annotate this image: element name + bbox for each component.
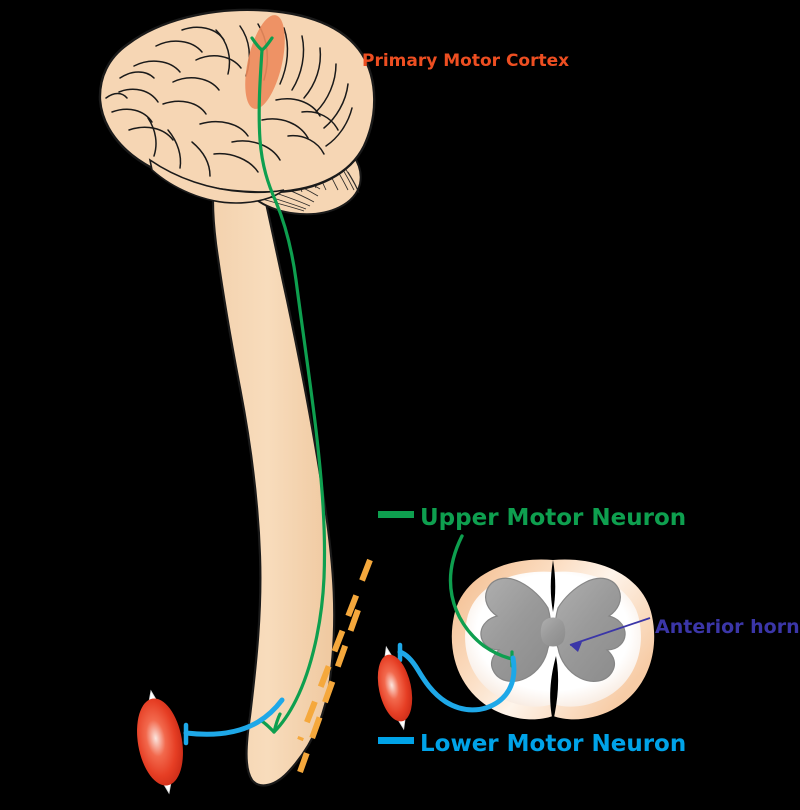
anterior-horn-label: Anterior horn [655, 616, 800, 638]
lower-motor-neuron-inset-axon [397, 642, 517, 713]
legend-swatch-lower-motor-neuron [378, 737, 414, 744]
anterior-horn-leader-line [569, 617, 651, 652]
cross-section-callout-lines [297, 558, 373, 774]
legend-swatch-upper-motor-neuron [378, 511, 414, 518]
spinal-cord-cross-section [451, 559, 655, 722]
upper-motor-neuron-label: Upper Motor Neuron [420, 505, 686, 531]
spinal-cord-column [211, 166, 336, 787]
muscle-inset [377, 645, 413, 731]
lower-motor-neuron-axon [183, 697, 285, 746]
cerebrum [98, 8, 376, 204]
lower-motor-neuron-label: Lower Motor Neuron [420, 731, 686, 757]
primary-motor-cortex-region [245, 15, 285, 109]
primary-motor-cortex-label: Primary Motor Cortex [362, 51, 569, 71]
muscle-lower-left [137, 689, 183, 795]
